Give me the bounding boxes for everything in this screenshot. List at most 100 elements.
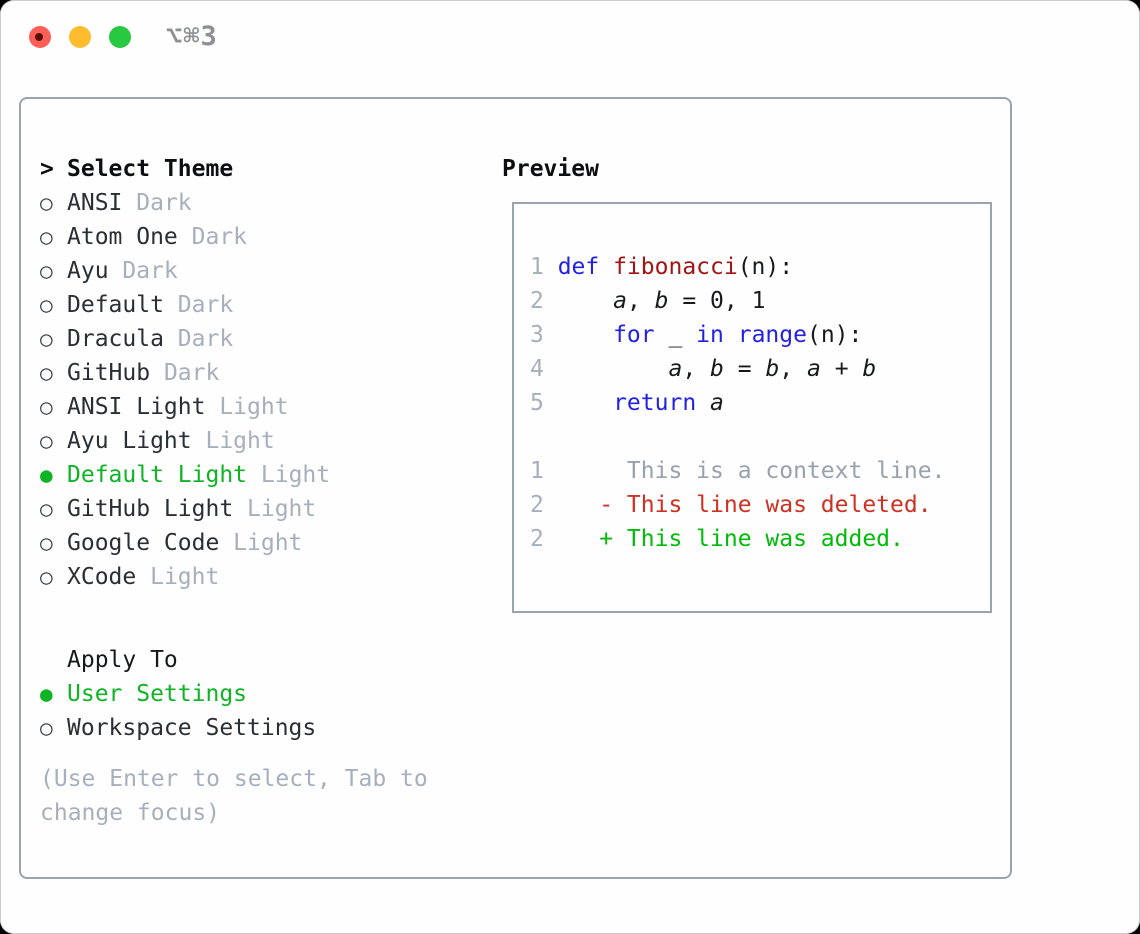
theme-name: Dracula	[67, 326, 178, 352]
line-number: 2	[530, 288, 544, 314]
theme-option[interactable]: ○GitHub Dark	[40, 356, 330, 390]
code-token	[558, 288, 613, 314]
theme-name: Default	[67, 292, 178, 318]
theme-variant: Light	[150, 564, 220, 590]
theme-option[interactable]: ○ GitHub Light Light	[40, 492, 330, 526]
radio-icon: ○	[40, 429, 53, 453]
code-token: in	[696, 322, 724, 348]
theme-option[interactable]: ○ANSI Dark	[40, 186, 330, 220]
code-token: return	[613, 390, 697, 416]
line-number: 5	[530, 390, 544, 416]
theme-variant: Light	[219, 394, 289, 420]
theme-option[interactable]: ○Default Dark	[40, 288, 330, 322]
radio-icon: ○	[40, 716, 53, 740]
line-number: 1	[530, 254, 544, 280]
traffic-lights	[29, 26, 131, 48]
code-token: a	[807, 356, 821, 382]
window-title: ⌥⌘3	[166, 21, 218, 52]
theme-option[interactable]: ○ Ayu Light Light	[40, 424, 330, 458]
apply-to-title: Apply To	[67, 647, 178, 673]
code-token: +	[820, 356, 863, 382]
line-number: 2	[530, 526, 544, 552]
theme-variant: Dark	[136, 190, 192, 216]
radio-icon: ○	[40, 361, 53, 385]
theme-option[interactable]: ○Ayu Dark	[40, 254, 330, 288]
radio-icon: ○	[40, 191, 53, 215]
theme-variant: Light	[205, 428, 275, 454]
theme-name: XCode	[67, 564, 151, 590]
code-line: 2 + This line was added.	[530, 522, 945, 556]
code-line	[530, 420, 945, 454]
radio-icon: ○	[40, 259, 53, 283]
code-token	[696, 390, 710, 416]
theme-variant: Light	[233, 530, 303, 556]
theme-name: GitHub Light	[67, 496, 248, 522]
code-line: 1 This is a context line.	[530, 454, 945, 488]
theme-name: GitHub	[67, 360, 164, 386]
preview-title: Preview	[502, 156, 599, 182]
code-token	[558, 322, 613, 348]
code-token	[724, 322, 738, 348]
hint-line: change focus)	[40, 800, 221, 826]
code-token: b	[654, 288, 669, 314]
code-token: for	[613, 322, 655, 348]
keyboard-hint: (Use Enter to select, Tab to change focus…	[40, 762, 428, 830]
theme-variant: Dark	[177, 292, 234, 318]
theme-variant: Light	[247, 496, 317, 522]
theme-option[interactable]: ○Dracula Dark	[40, 322, 330, 356]
code-line: 4 a, b = b, a + b	[530, 352, 945, 386]
radio-icon: ○	[40, 497, 53, 521]
theme-option[interactable]: ○ Atom One Dark	[40, 220, 330, 254]
theme-list: >Select Theme ○ANSI Dark○Atom One Dark○A…	[40, 152, 330, 594]
theme-option[interactable]: ○ Google Code Light	[40, 526, 330, 560]
code-token: This is a context line.	[557, 458, 946, 484]
theme-selector-panel: >Select Theme ○ANSI Dark○Atom One Dark○A…	[19, 97, 1012, 879]
code-token: fibonacci	[613, 254, 738, 280]
code-token: a	[668, 356, 683, 382]
zoom-button-icon[interactable]	[109, 26, 131, 48]
code-token: a	[710, 390, 724, 416]
code-token: =	[723, 356, 766, 382]
line-number: 4	[530, 356, 544, 382]
theme-name: ANSI Light	[67, 394, 220, 420]
code-token: = 0, 1	[668, 288, 766, 314]
theme-option[interactable]: ○ANSI Light Light	[40, 390, 330, 424]
theme-option[interactable]: ○ XCode Light	[40, 560, 330, 594]
theme-name: Ayu Light	[67, 428, 206, 454]
code-token: a	[613, 288, 627, 314]
radio-icon: ○	[40, 531, 53, 555]
code-token: + This line was added.	[557, 526, 904, 552]
radio-icon: ○	[40, 225, 53, 249]
theme-variant: Light	[260, 462, 331, 488]
code-token: (n):	[737, 254, 794, 280]
code-token: - This line was deleted.	[557, 492, 932, 518]
theme-option[interactable]: ●Default Light Light	[40, 458, 330, 492]
minimize-button-icon[interactable]	[69, 26, 91, 48]
apply-to-option[interactable]: ○Workspace Settings	[40, 711, 316, 745]
hint-line: (Use Enter to select, Tab to	[40, 766, 428, 792]
theme-name: Atom One	[67, 224, 192, 250]
apply-to-header: Apply To	[40, 643, 316, 677]
code-token: range	[737, 322, 807, 348]
theme-list-header: >Select Theme	[40, 152, 330, 186]
theme-variant: Dark	[122, 258, 178, 284]
code-token: b	[710, 356, 724, 382]
theme-variant: Dark	[177, 326, 234, 352]
code-line: 3 for _ in range(n):	[530, 318, 945, 352]
radio-icon: ○	[40, 565, 53, 589]
code-line: 5 return a	[530, 386, 945, 420]
code-token: def	[557, 254, 614, 280]
theme-variant: Dark	[191, 224, 248, 250]
theme-list-title: Select Theme	[67, 156, 234, 182]
apply-to-option[interactable]: ●User Settings	[40, 677, 316, 711]
theme-name: Default Light	[67, 462, 261, 488]
code-token: (n):	[806, 322, 863, 348]
code-line: 2 - This line was deleted.	[530, 488, 945, 522]
code-token	[558, 390, 613, 416]
close-button-icon[interactable]	[29, 26, 51, 48]
theme-name: Google Code	[67, 530, 234, 556]
